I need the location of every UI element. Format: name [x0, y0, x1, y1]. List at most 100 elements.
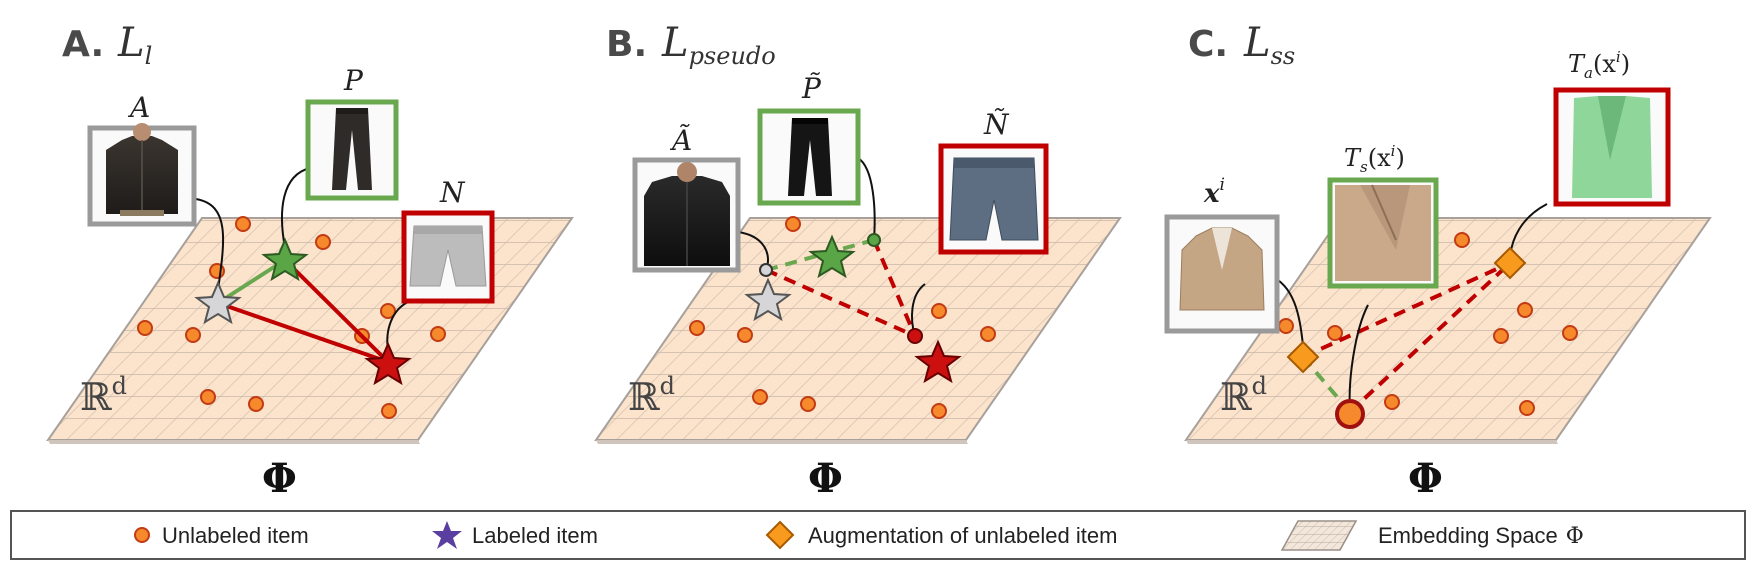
legend-labeled-label: Labeled item	[472, 523, 598, 548]
image-label: Ta(xi)	[1568, 48, 1630, 82]
panel-letter: B.	[606, 24, 647, 65]
negative-image-box: N	[401, 176, 495, 304]
negative-star	[914, 339, 962, 384]
legend-unlabeled-label: Unlabeled item	[162, 523, 309, 548]
projection-point	[907, 328, 923, 344]
unlabeled-dot	[1454, 232, 1470, 248]
projection-point	[867, 233, 881, 247]
panel-letter: C.	[1188, 24, 1228, 65]
legend-unlabeled-marker	[134, 527, 150, 543]
augmentation-diamond	[1286, 340, 1320, 374]
unlabeled-item-highlight	[1335, 399, 1365, 429]
image-label: P̃	[801, 72, 822, 105]
positive-star	[261, 237, 309, 282]
augmentation-diamond	[1493, 246, 1527, 280]
image-label: P	[343, 64, 364, 97]
rd-symbol: ℝd	[1220, 372, 1267, 419]
panel-a: A. Ll ℝd Φ	[46, 20, 574, 502]
blazer-image	[1179, 227, 1265, 311]
anchor-star	[744, 277, 792, 322]
unlabeled-dot	[235, 216, 251, 232]
unlabeled-dot	[248, 396, 264, 412]
negative-link	[765, 268, 916, 338]
leader-line	[857, 157, 876, 241]
blazer-crop-image	[1335, 184, 1431, 281]
projection-point	[759, 263, 773, 277]
panel-letter: A.	[62, 24, 104, 65]
anchor-image-box: A	[87, 91, 197, 227]
unlabeled-dot	[1562, 325, 1578, 341]
shorts-image	[409, 225, 487, 287]
anchor-star	[194, 280, 242, 325]
shirt-image	[106, 123, 178, 216]
unlabeled-dot	[1517, 302, 1533, 318]
loss-symbol: Lss	[1243, 20, 1295, 70]
image-label: A	[127, 91, 150, 124]
legend-diamond-icon	[765, 520, 795, 550]
image-label: N	[439, 176, 466, 209]
rd-symbol: ℝd	[80, 372, 127, 419]
positive-star	[808, 234, 856, 279]
trousers-image	[332, 108, 372, 190]
unlabeled-dot	[931, 403, 947, 419]
unlabeled-dot	[430, 326, 446, 342]
unlabeled-dot	[1384, 394, 1400, 410]
unlabeled-dot	[381, 403, 397, 419]
negative-link	[217, 301, 389, 364]
legend-star-icon	[432, 521, 462, 549]
panel-b: B. Lpseudo ℝd Φ	[594, 20, 1122, 502]
negative-image-box: Ñ	[938, 108, 1049, 255]
unlabeled-dot	[1327, 325, 1343, 341]
unlabeled-dots	[689, 216, 996, 419]
positive-image-box: P̃	[757, 72, 861, 206]
positive-link	[216, 258, 287, 305]
negative-star	[364, 341, 412, 386]
legend-grid-icon	[1280, 520, 1358, 551]
unlabeled-dot	[752, 389, 768, 405]
legend-frame	[10, 510, 1746, 560]
green-blazer-image	[1572, 96, 1652, 198]
shorts-image	[949, 157, 1039, 241]
unlabeled-dot	[737, 327, 753, 343]
unlabeled-dot	[931, 303, 947, 319]
unlabeled-dot	[1278, 318, 1294, 334]
rd-symbol: ℝd	[628, 372, 675, 419]
loss-symbol: Ll	[117, 20, 152, 70]
strong-aug-image-box: Ts(xi)	[1327, 142, 1439, 289]
phi-symbol: Φ	[808, 455, 843, 502]
unlabeled-dot	[785, 216, 801, 232]
plane-edge	[596, 440, 968, 444]
unlabeled-dots	[137, 216, 446, 419]
shirt-image	[644, 162, 730, 266]
negative-link	[872, 239, 917, 337]
unlabeled-dot	[800, 396, 816, 412]
phi-symbol: Φ	[1408, 455, 1443, 502]
negative-link	[283, 258, 390, 364]
weak-aug-image-box: Ta(xi)	[1553, 48, 1671, 207]
original-image-box: xi	[1164, 175, 1280, 334]
panel-c: C. Lss ℝd Φ	[1164, 20, 1712, 502]
unlabeled-dot	[200, 389, 216, 405]
unlabeled-dot	[980, 326, 996, 342]
leader-line	[280, 167, 311, 249]
unlabeled-dots	[1278, 232, 1578, 416]
anchor-image-box: Ã	[632, 124, 741, 273]
legend-augmentation-label: Augmentation of unlabeled item	[808, 523, 1117, 548]
unlabeled-dot	[315, 234, 331, 250]
plane-edge	[1186, 440, 1558, 444]
image-label: Ã	[669, 124, 692, 157]
unlabeled-dot	[689, 320, 705, 336]
negative-link	[1302, 261, 1511, 359]
unlabeled-dot	[380, 303, 396, 319]
image-label: Ñ	[983, 108, 1010, 141]
unlabeled-dot	[137, 320, 153, 336]
unlabeled-dot	[185, 327, 201, 343]
trousers-image	[788, 118, 832, 196]
loss-symbol: Lpseudo	[661, 20, 776, 70]
plane-edge	[48, 440, 420, 444]
image-label: Ts(xi)	[1344, 142, 1405, 176]
phi-symbol: Φ	[262, 455, 297, 502]
image-label: xi	[1203, 175, 1225, 209]
negative-link	[1348, 261, 1512, 414]
unlabeled-dot	[1493, 328, 1509, 344]
